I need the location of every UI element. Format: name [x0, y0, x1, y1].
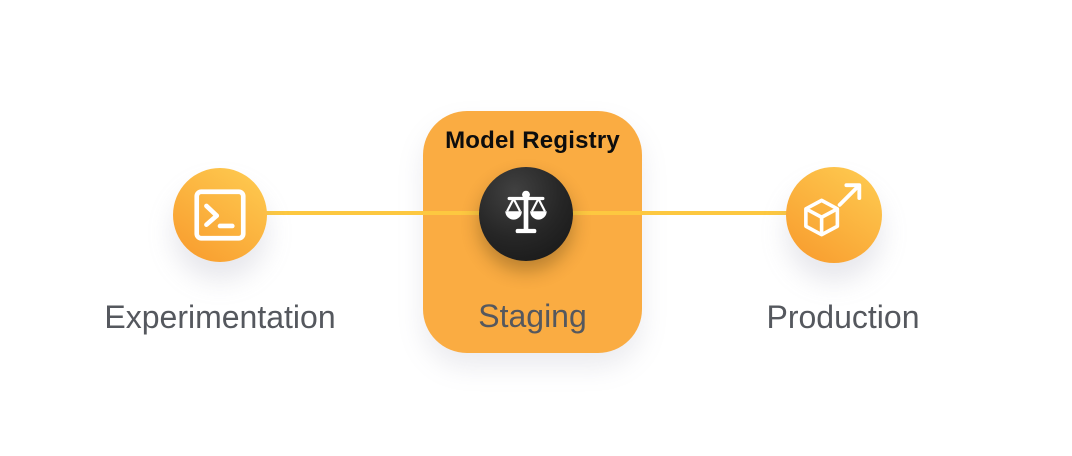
cube-launch-icon [804, 183, 862, 237]
experimentation-label: Experimentation [104, 299, 336, 335]
production-node [786, 167, 882, 263]
model-registry-card: Model Registry Staging [423, 111, 642, 353]
experimentation-node [173, 168, 267, 262]
terminal-icon [194, 189, 246, 241]
model-registry-title: Model Registry [445, 127, 620, 154]
staging-node [479, 167, 573, 261]
production-label: Production [766, 299, 920, 335]
staging-label: Staging [478, 298, 587, 334]
balance-scales-icon [505, 190, 547, 234]
